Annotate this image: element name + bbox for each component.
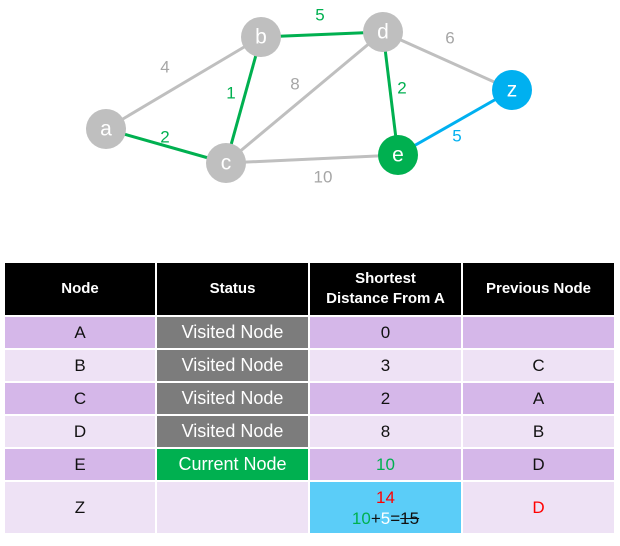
distance-cell: 0	[308, 315, 463, 350]
node-e: e	[378, 135, 418, 175]
status-cell: Visited Node	[155, 414, 310, 449]
table-row: Z 14 10+5=15 D	[3, 480, 616, 535]
edge-c-d	[225, 30, 384, 165]
node-cell: D	[3, 414, 157, 449]
header-status: Status	[155, 261, 310, 317]
distance-cell: 2	[308, 381, 463, 416]
node-z: z	[492, 70, 532, 110]
status-cell	[155, 480, 310, 535]
edge-weight-c-d: 8	[290, 74, 299, 93]
previous-cell: D	[461, 447, 616, 482]
edge-d-e	[381, 31, 400, 156]
distance-calculation: 10+5=15	[310, 508, 461, 529]
table-row: C Visited Node 2 A	[3, 381, 616, 416]
current-distance-value: 10	[376, 454, 395, 474]
node-cell: C	[3, 381, 157, 416]
node-cell: E	[3, 447, 157, 482]
node-label-a: a	[100, 118, 112, 141]
calc-edge-weight: 5	[380, 508, 391, 528]
distance-cell: 10	[308, 447, 463, 482]
node-a: a	[86, 109, 126, 149]
edge-weight-d-e: 2	[397, 78, 406, 97]
edge-a-b	[105, 35, 262, 131]
new-distance-value: 14	[376, 487, 395, 507]
table-row: B Visited Node 3 C	[3, 348, 616, 383]
node-circle-c	[206, 143, 246, 183]
header-node: Node	[3, 261, 157, 317]
status-cell: Visited Node	[155, 315, 310, 350]
distance-table: Node Status Shortest Distance From A Pre…	[3, 261, 616, 535]
status-cell: Visited Node	[155, 348, 310, 383]
node-label-c: c	[221, 152, 232, 175]
node-label-e: e	[392, 144, 404, 167]
previous-cell: A	[461, 381, 616, 416]
edge-weight-b-d: 5	[315, 5, 324, 24]
node-cell: B	[3, 348, 157, 383]
node-label-b: b	[255, 26, 267, 49]
edge-a-c	[105, 127, 227, 165]
distance-cell: 8	[308, 414, 463, 449]
header-distance: Shortest Distance From A	[308, 261, 463, 317]
header-previous: Previous Node	[461, 261, 616, 317]
previous-cell	[461, 315, 616, 350]
status-cell: Current Node	[155, 447, 310, 482]
header-distance-line1: Shortest	[355, 270, 416, 287]
table-row: D Visited Node 8 B	[3, 414, 616, 449]
calc-current-distance: 10	[351, 508, 371, 528]
distance-cell: 14 10+5=15	[308, 480, 463, 535]
calc-plus: +	[370, 508, 381, 528]
status-cell: Visited Node	[155, 381, 310, 416]
table-header-row: Node Status Shortest Distance From A Pre…	[3, 261, 616, 317]
edge-weight-b-c: 1	[226, 83, 235, 102]
edge-e-z	[397, 88, 513, 157]
node-cell: Z	[3, 480, 157, 535]
node-label-d: d	[377, 21, 389, 44]
old-distance-value: 15	[400, 508, 420, 528]
table-row: E Current Node 10 D	[3, 447, 616, 482]
edge-weight-c-e: 10	[314, 167, 333, 186]
edge-b-d	[260, 30, 384, 39]
table-row: A Visited Node 0	[3, 315, 616, 350]
edge-weight-d-z: 6	[445, 28, 454, 47]
node-circle-z	[492, 70, 532, 110]
previous-cell: C	[461, 348, 616, 383]
edge-weight-a-c: 2	[160, 127, 169, 146]
header-distance-line2: Distance From A	[326, 290, 445, 307]
graph-diagram: 4 2 1 5 8 10 2 6 5 a b c d e z	[86, 5, 532, 186]
edge-weight-e-z: 5	[452, 126, 461, 145]
edge-weight-a-b: 4	[160, 57, 169, 76]
updated-previous-value: D	[532, 497, 545, 517]
node-circle-b	[241, 17, 281, 57]
calc-equals: =	[390, 508, 401, 528]
distance-cell: 3	[308, 348, 463, 383]
previous-cell: D	[461, 480, 616, 535]
edge-d-z	[382, 30, 513, 92]
node-b: b	[241, 17, 281, 57]
node-circle-d	[363, 12, 403, 52]
previous-cell: B	[461, 414, 616, 449]
node-cell: A	[3, 315, 157, 350]
node-c: c	[206, 143, 246, 183]
edge-c-e	[225, 153, 399, 165]
edge-b-c	[224, 36, 263, 164]
node-circle-e	[378, 135, 418, 175]
node-circle-a	[86, 109, 126, 149]
node-d: d	[363, 12, 403, 52]
node-label-z: z	[507, 79, 518, 102]
